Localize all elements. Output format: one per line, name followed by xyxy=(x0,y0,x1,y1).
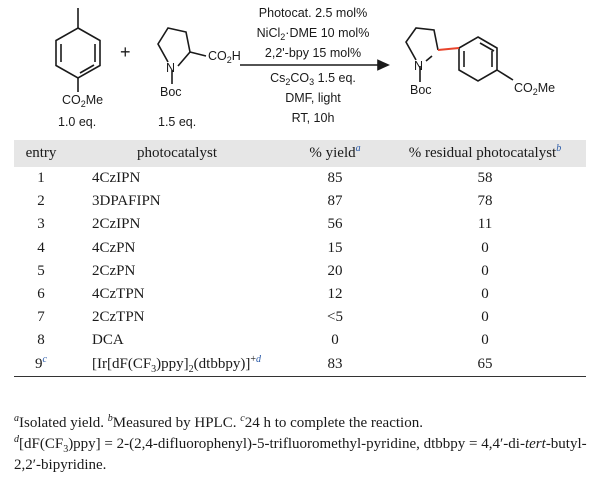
table-row: 7 2CzTPN <5 0 xyxy=(14,306,586,329)
col-residual-header: % residual photocatalystb xyxy=(384,140,586,167)
new-bond-highlight xyxy=(437,47,460,51)
cell-yield: 15 xyxy=(327,239,343,256)
cell-photocatalyst: 4CzTPN xyxy=(92,286,145,303)
condition-1: Photocat. 2.5 mol% xyxy=(259,6,367,20)
table-row: 1 4CzIPN 85 58 xyxy=(14,167,586,190)
cell-photocatalyst: 2CzPN xyxy=(92,262,136,279)
product-nitrogen: N xyxy=(414,59,423,73)
footnote-d: [dF(CF3)ppy] = 2-(2,4-difluorophenyl)-5-… xyxy=(14,436,587,473)
condition-2: NiCl2·DME 10 mol% xyxy=(257,26,370,42)
cell-residual: 78 xyxy=(477,193,493,210)
plus-sign: + xyxy=(120,42,131,62)
cell-yield: 87 xyxy=(327,193,343,210)
condition-4: Cs2CO3 1.5 eq. xyxy=(270,71,356,87)
ir-catalyst-formula: [Ir[dF(CF3)ppy]2(dtbbpy)]+ xyxy=(92,353,256,375)
cell-residual: 0 xyxy=(481,239,489,256)
reaction-conditions: Photocat. 2.5 mol% NiCl2·DME 10 mol% 2,2… xyxy=(257,6,370,125)
condition-3: 2,2'-bpy 15 mol% xyxy=(265,46,361,60)
cell-yield: 85 xyxy=(327,170,343,187)
cell-yield: 0 xyxy=(331,332,339,349)
cell-photocatalyst: 4CzPN xyxy=(92,239,136,256)
reaction-scheme: CO2Me 1.0 eq. + N CO2H Boc 1.5 eq. Photo… xyxy=(55,6,555,129)
reaction-arrow xyxy=(240,59,390,71)
col-yield-header: % yielda xyxy=(286,140,384,167)
cell-residual: 58 xyxy=(477,170,493,187)
table-row: 3 2CzIPN 56 11 xyxy=(14,213,586,236)
cell-photocatalyst: 2CzIPN xyxy=(92,216,141,233)
footnote-mark-b: b xyxy=(556,143,562,154)
cell-entry: 7 xyxy=(37,309,45,326)
footnote-mark-d: d xyxy=(255,353,261,365)
footnote-line-2: d[dF(CF3)ppy] = 2-(2,4-difluorophenyl)-5… xyxy=(14,434,587,474)
condition-5: DMF, light xyxy=(285,91,341,105)
table-row: 5 2CzPN 20 0 xyxy=(14,260,586,283)
cell-photocatalyst: 4CzIPN xyxy=(92,170,141,187)
cell-yield: 83 xyxy=(286,352,384,377)
reagent2-boc: Boc xyxy=(160,85,182,99)
cell-photocatalyst: 2CzTPN xyxy=(92,309,145,326)
reagent1-equiv: 1.0 eq. xyxy=(58,115,96,129)
cell-residual: 11 xyxy=(477,216,493,233)
cell-entry: 2 xyxy=(37,193,45,210)
product-structure xyxy=(405,27,514,82)
col-entry-header: entry xyxy=(14,140,68,167)
table-row: 9c [Ir[dF(CF3)ppy]2(dtbbpy)]+d 83 65 xyxy=(14,352,586,377)
table-row: 6 4CzTPN 12 0 xyxy=(14,283,586,306)
cell-photocatalyst: [Ir[dF(CF3)ppy]2(dtbbpy)]+d xyxy=(68,352,286,377)
cell-yield: <5 xyxy=(327,309,343,326)
table-footnotes: aIsolated yield. bMeasured by HPLC. c24 … xyxy=(14,413,588,476)
cell-entry: 3 xyxy=(37,216,45,233)
cell-residual: 65 xyxy=(384,352,586,377)
product-boc: Boc xyxy=(410,83,432,97)
cell-entry: 6 xyxy=(37,286,45,303)
cell-entry: 4 xyxy=(37,239,45,256)
reagent2-acid-label: CO2H xyxy=(208,49,241,65)
cell-entry: 5 xyxy=(37,262,45,279)
footnote-b: Measured by HPLC. xyxy=(112,415,237,431)
footnote-mark-c: c xyxy=(42,353,47,365)
col-photocatalyst-header: photocatalyst xyxy=(68,140,286,167)
table-row: 2 3DPAFIPN 87 78 xyxy=(14,190,586,213)
cell-yield: 12 xyxy=(327,286,343,303)
cell-residual: 0 xyxy=(481,262,489,279)
results-table-wrapper: entry photocatalyst % yielda % residual … xyxy=(14,140,586,377)
reagent-aryl-iodide xyxy=(55,8,101,92)
results-table: entry photocatalyst % yielda % residual … xyxy=(14,140,586,377)
product-ester-label: CO2Me xyxy=(514,81,555,97)
cell-entry: 8 xyxy=(37,332,45,349)
table-row: 4 4CzPN 15 0 xyxy=(14,237,586,260)
footnote-mark-a: a xyxy=(355,143,361,154)
cell-yield: 20 xyxy=(327,262,343,279)
reagent1-ester-label: CO2Me xyxy=(62,93,103,109)
reagent2-nitrogen: N xyxy=(166,61,175,75)
cell-entry: 9c xyxy=(14,352,68,377)
cell-residual: 0 xyxy=(481,332,489,349)
cell-yield: 56 xyxy=(327,216,343,233)
reagent-boc-proline xyxy=(157,27,207,84)
cell-photocatalyst: 3DPAFIPN xyxy=(92,193,161,210)
reagent2-equiv: 1.5 eq. xyxy=(158,115,196,129)
cell-entry: 1 xyxy=(37,170,45,187)
table-header-row: entry photocatalyst % yielda % residual … xyxy=(14,140,586,167)
table-row: 8 DCA 0 0 xyxy=(14,329,586,352)
footnote-c: 24 h to complete the reaction. xyxy=(244,415,423,431)
footnote-a: Isolated yield. xyxy=(19,415,104,431)
condition-6: RT, 10h xyxy=(292,111,335,125)
cell-residual: 0 xyxy=(481,286,489,303)
cell-residual: 0 xyxy=(481,309,489,326)
cell-photocatalyst: DCA xyxy=(92,332,124,349)
footnote-line-1: aIsolated yield. bMeasured by HPLC. c24 … xyxy=(14,413,423,432)
